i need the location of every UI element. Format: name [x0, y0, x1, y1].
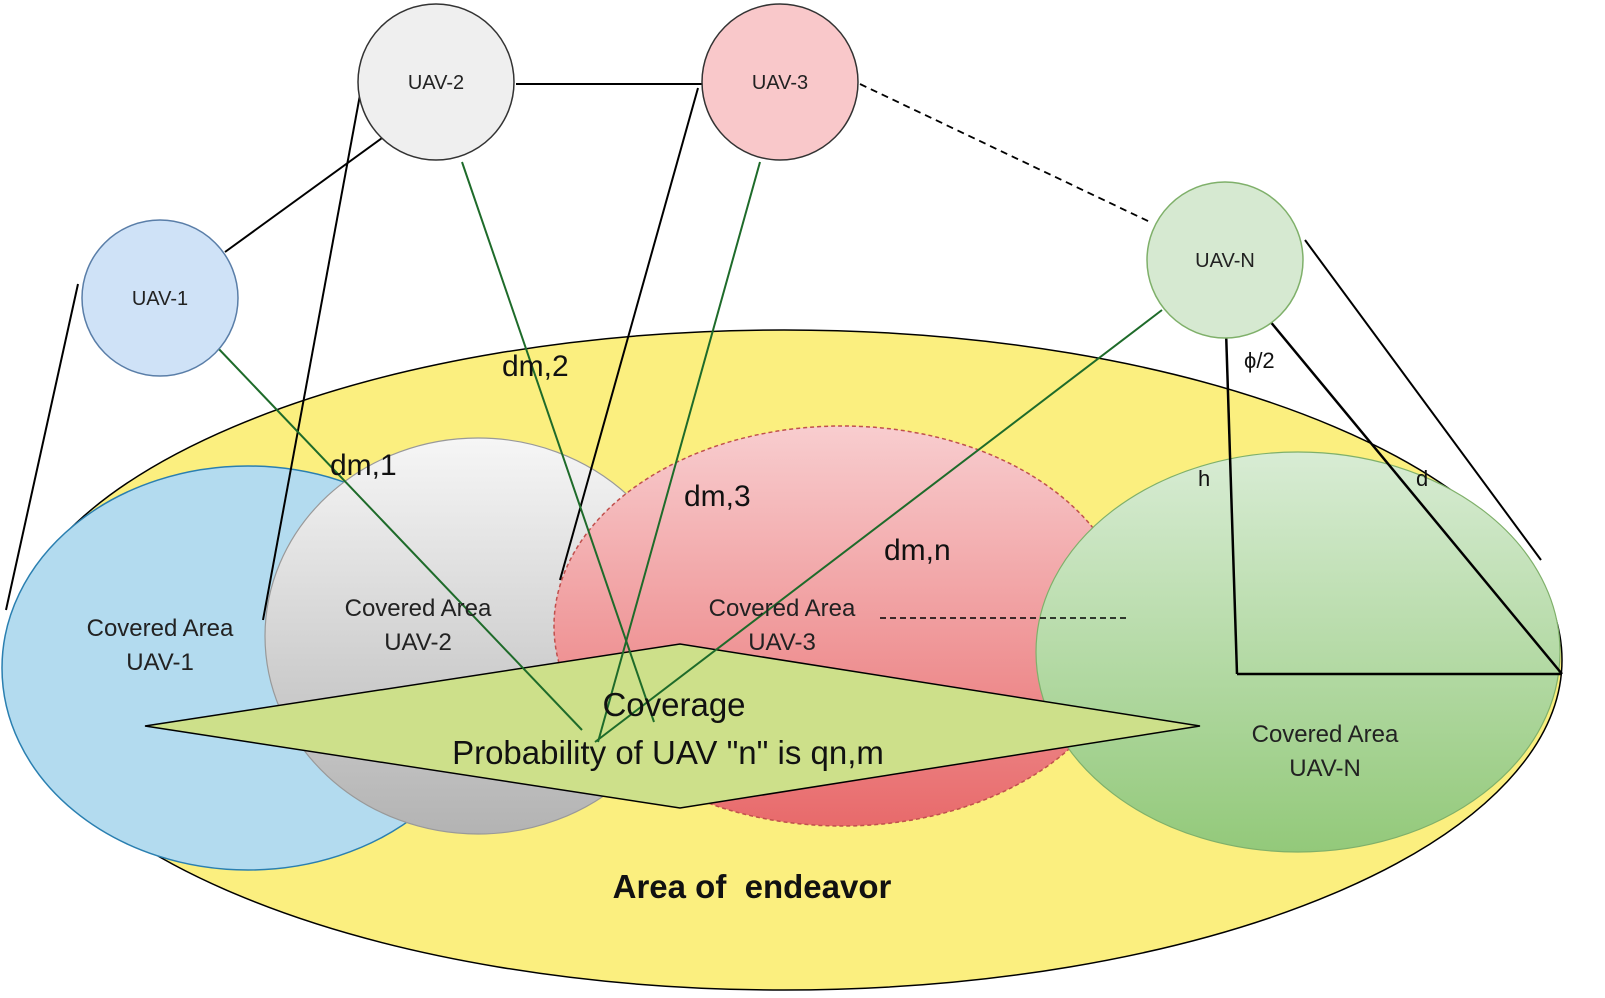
- covered-area-uav2-line2: UAV-2: [384, 629, 452, 656]
- distance-label-dmn: dm,n: [884, 534, 951, 567]
- distance-d-label: d: [1416, 466, 1428, 491]
- angle-label: ϕ/2: [1244, 348, 1275, 373]
- uav3-node: UAV-3: [701, 3, 859, 161]
- area-of-endeavor-title: Area of endeavor: [613, 868, 892, 905]
- uavn-node: UAV-N: [1146, 181, 1304, 339]
- triangle-hypotenuse: [1225, 267, 1563, 675]
- covered-area-uavn-line2: UAV-N: [1289, 755, 1361, 782]
- cone-uav2-left: [262, 83, 363, 621]
- covered-area-uavn-line1: Covered Area: [1252, 721, 1399, 748]
- uav3-circle: [701, 3, 859, 161]
- uav2-node: UAV-2: [357, 3, 515, 161]
- uav2-label: UAV-2: [408, 72, 464, 94]
- coverage-diamond: [144, 643, 1201, 809]
- coverage-title: Coverage: [602, 686, 745, 723]
- link-uav3-uavn: [859, 83, 1151, 223]
- beam-uavn: [594, 309, 1163, 743]
- covered-area-uav3-line2: UAV-3: [748, 629, 816, 656]
- cone-uavn-right: [1304, 239, 1542, 561]
- coverage-probability: Probability of UAV "n" is qn,m: [452, 734, 884, 771]
- distance-label-dm2: dm,2: [502, 350, 569, 383]
- beam-uav1: [215, 345, 583, 731]
- link-uav1-uav2: [224, 137, 383, 253]
- uav1-node: UAV-1: [81, 219, 239, 377]
- covered-area-uav3-line1: Covered Area: [709, 595, 856, 622]
- distance-label-dm1: dm,1: [330, 449, 397, 482]
- beam-uav2: [461, 161, 655, 723]
- uav2-circle: [357, 3, 515, 161]
- covered-area-uav2-line1: Covered Area: [345, 595, 492, 622]
- covered-area-uav1-line1: Covered Area: [87, 615, 234, 642]
- uav3-label: UAV-3: [752, 72, 808, 94]
- uavn-circle: [1146, 181, 1304, 339]
- cone-uav3-left: [559, 87, 699, 581]
- uavn-label: UAV-N: [1195, 250, 1255, 272]
- distance-label-dm3: dm,3: [684, 480, 751, 513]
- uav1-label: UAV-1: [132, 288, 188, 310]
- uav1-circle: [81, 219, 239, 377]
- covered-area-uav1-line2: UAV-1: [126, 649, 194, 676]
- covered-area-uavn: [1035, 451, 1561, 853]
- beam-uav3: [597, 161, 761, 743]
- height-label: h: [1198, 466, 1210, 491]
- cone-uav1-left: [5, 283, 79, 611]
